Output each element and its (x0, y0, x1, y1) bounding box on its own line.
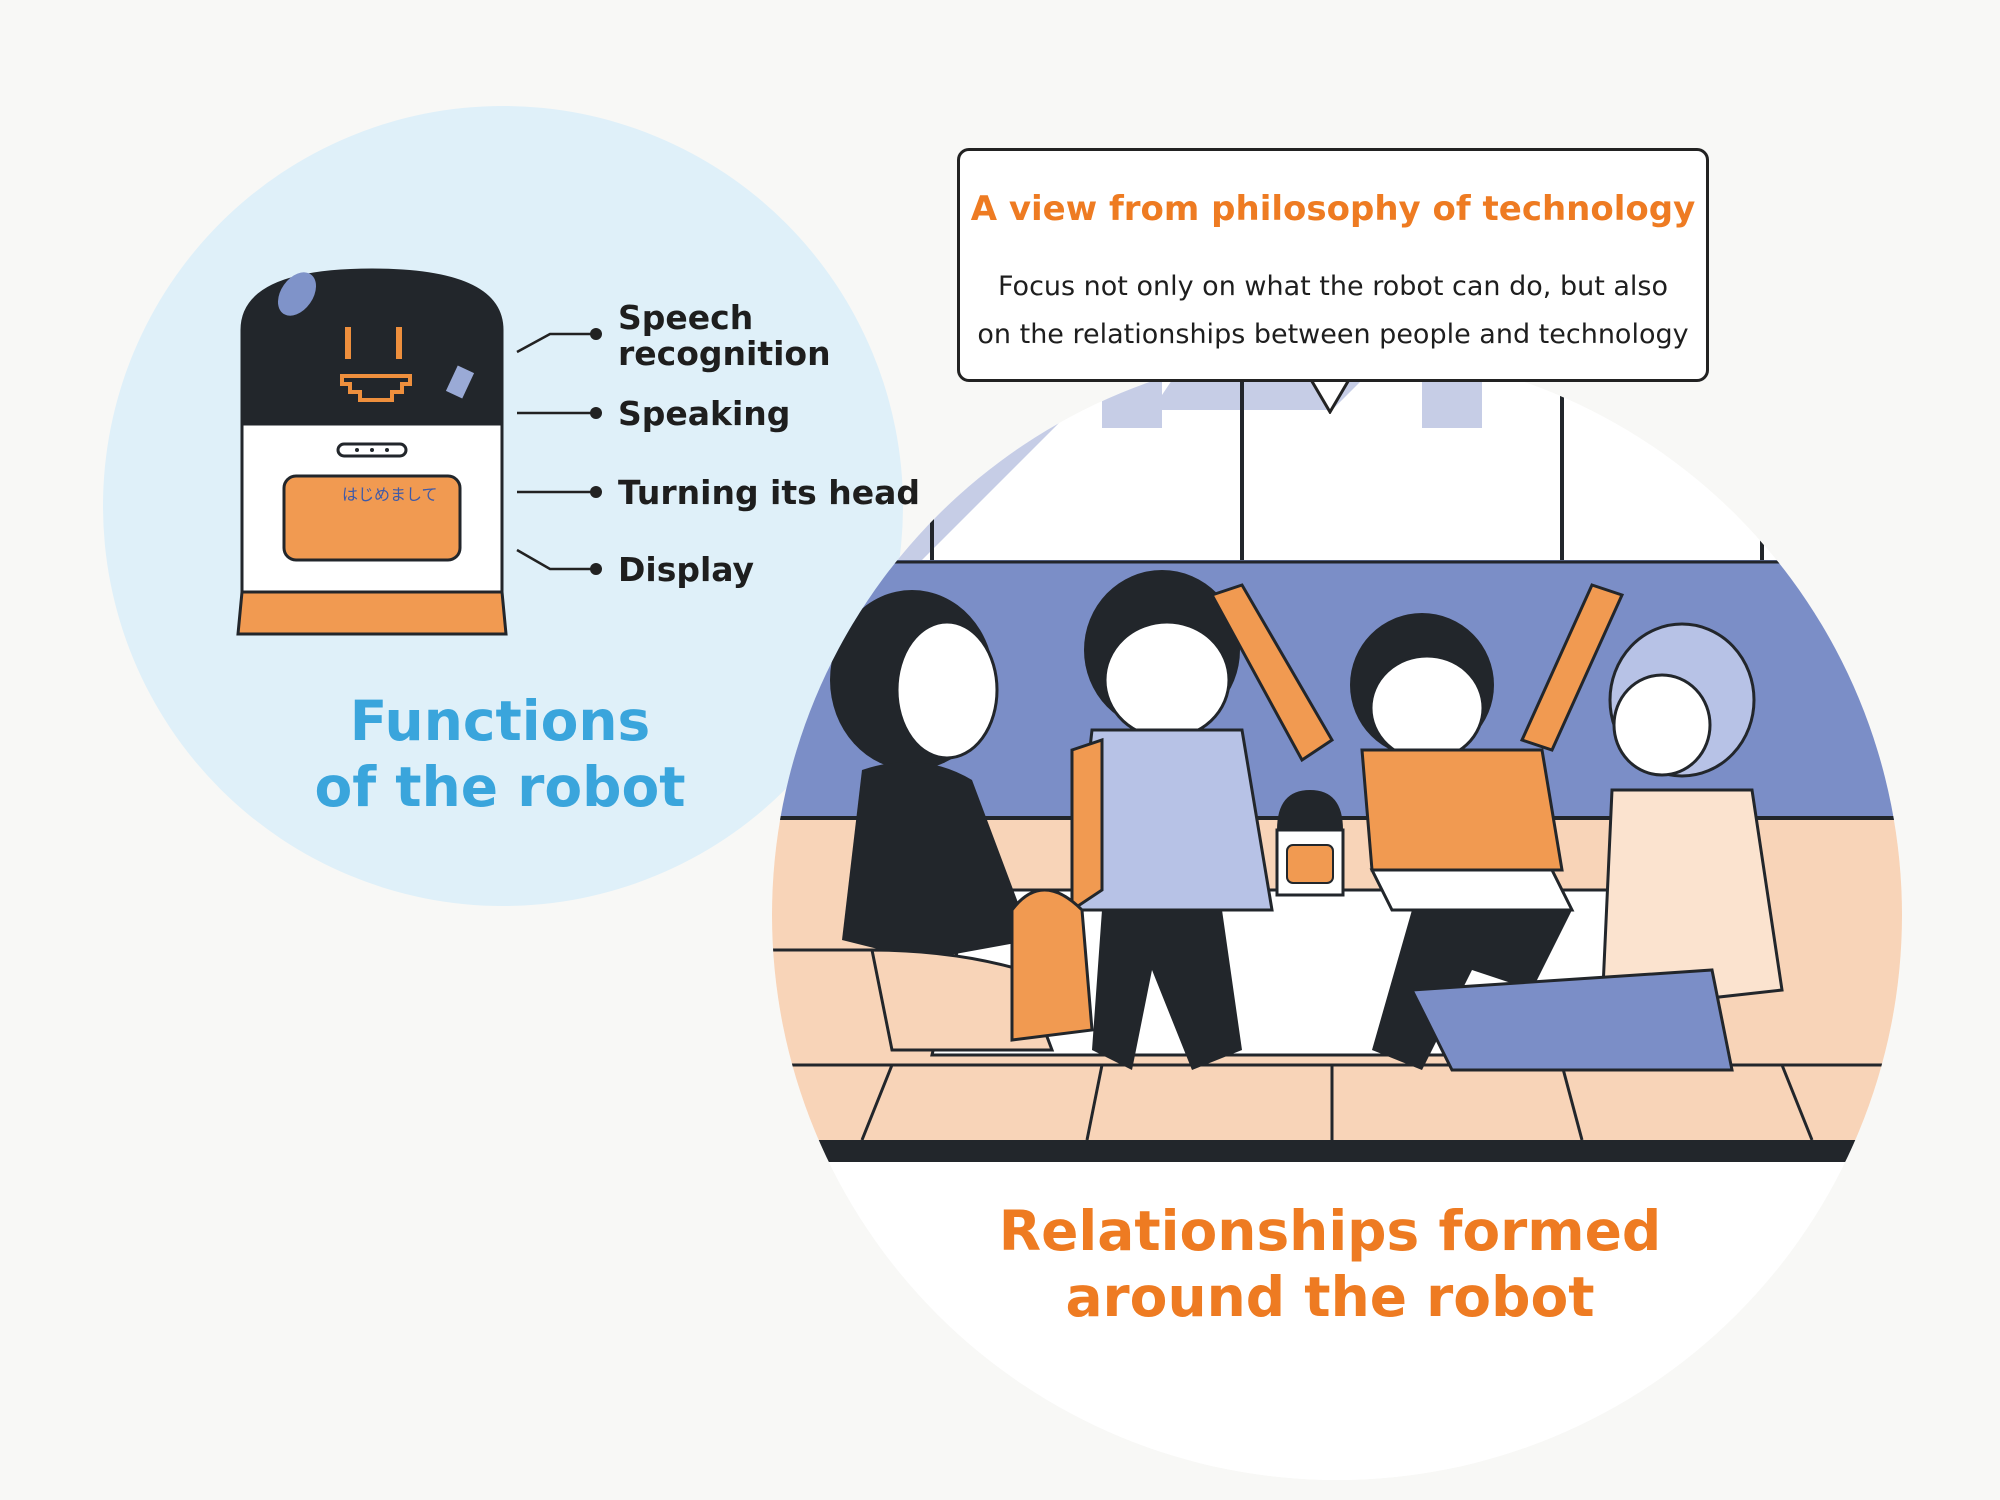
robot-base (236, 590, 508, 636)
bubble-text: Focus not only on what the robot can do,… (977, 271, 1689, 350)
child-center-left (1070, 570, 1274, 1070)
scene-illustration (772, 350, 1902, 1480)
robot-eye-right (396, 327, 402, 359)
robot-eye-left (345, 327, 351, 359)
relationships-title: Relationships formed around the robot (998, 1199, 1662, 1329)
head-glint (445, 365, 475, 399)
functions-title: Functions of the robot (314, 689, 686, 819)
window-light (772, 350, 1132, 560)
connector-dots (590, 328, 602, 575)
bubble-tail (1310, 378, 1350, 414)
speech-bubble: A view from philosophy of technology Foc… (957, 148, 1709, 382)
robot-display (282, 474, 462, 562)
bubble-title: A view from philosophy of technology (970, 189, 1696, 229)
small-robot (1275, 790, 1345, 897)
robot-head (240, 268, 504, 424)
backpack (1010, 888, 1094, 1042)
robot-display-text: はじめまして (342, 485, 438, 504)
head-highlight (277, 272, 317, 316)
child-right (1409, 622, 1784, 1072)
label-display: Display (618, 550, 755, 589)
relationships-circle (772, 350, 1902, 1480)
child-left (830, 590, 1055, 1052)
connector-lines (516, 332, 596, 571)
label-speaking: Speaking (618, 394, 791, 433)
robot-mouth (340, 374, 412, 402)
child-center-right (1209, 583, 1625, 1070)
